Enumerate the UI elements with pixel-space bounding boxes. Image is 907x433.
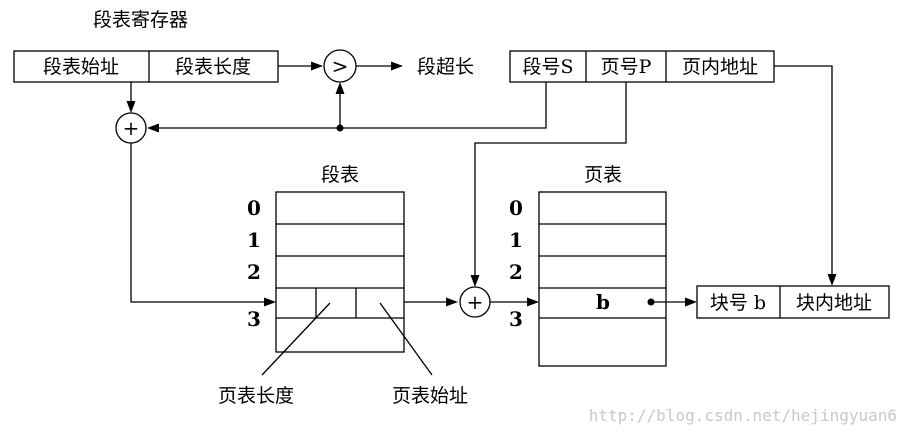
page-table	[538, 191, 667, 367]
page-table-start-annotation: 页表始址	[392, 385, 468, 407]
arrowhead	[685, 297, 697, 307]
arrowhead	[827, 274, 837, 286]
watermark: http://blog.csdn.net/hejingyuan6	[589, 406, 897, 425]
segment-index-1: 1	[247, 228, 261, 252]
segment-number-field: 段号S	[522, 56, 573, 78]
adder-symbol-2: +	[467, 290, 484, 314]
arrowhead	[446, 297, 458, 307]
segment-table-length-field: 段表长度	[175, 56, 251, 78]
arrowhead	[391, 61, 403, 71]
arrowhead	[311, 61, 323, 71]
segment-table	[275, 191, 405, 353]
page-index-3: 3	[509, 307, 523, 331]
page-index-2: 2	[509, 260, 523, 284]
page-offset-line	[774, 65, 833, 279]
arrowhead	[335, 82, 345, 94]
page-entry-value: b	[596, 290, 610, 314]
block-number-field: 块号 b	[710, 292, 766, 314]
page-offset-field: 页内地址	[682, 56, 758, 78]
block-offset-field: 块内地址	[796, 292, 872, 314]
segment-register-box	[13, 50, 279, 83]
page-table-title: 页表	[584, 164, 622, 186]
segment-register-title: 段表寄存器	[93, 9, 188, 31]
adder-to-segment-row-line	[130, 143, 269, 303]
page-number-field: 页号P	[601, 56, 652, 78]
arrowhead	[126, 101, 136, 113]
page-number-line	[474, 82, 627, 280]
arrowhead	[147, 123, 159, 133]
segment-table-start-field: 段表始址	[43, 56, 119, 78]
segment-index-2: 2	[247, 260, 261, 284]
physical-address-box	[696, 285, 890, 319]
arrowhead	[527, 297, 539, 307]
page-table-length-pointer	[261, 302, 331, 376]
page-index-1: 1	[509, 228, 523, 252]
adder-symbol-1: +	[123, 116, 140, 140]
segment-index-0: 0	[247, 196, 261, 220]
page-table-length-annotation: 页表长度	[218, 385, 294, 407]
page-index-0: 0	[509, 196, 523, 220]
arrowhead	[470, 275, 480, 287]
segment-index-3: 3	[247, 307, 261, 331]
compare-symbol: >	[332, 54, 349, 78]
segment-number-line	[154, 82, 547, 129]
arrowhead	[264, 297, 276, 307]
segment-table-title: 段表	[321, 164, 359, 186]
junction-dot	[336, 124, 344, 132]
overflow-label: 段超长	[417, 56, 474, 78]
page-table-start-pointer	[379, 302, 433, 376]
